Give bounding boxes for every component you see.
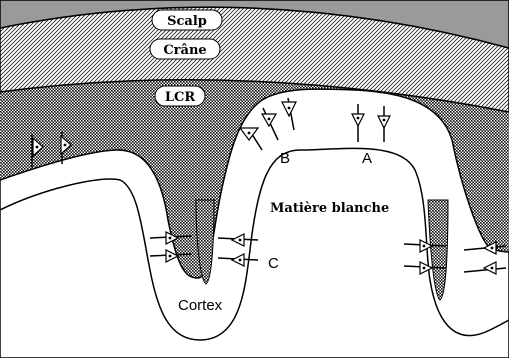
lcr-label: LCR <box>165 90 195 105</box>
crane-label: Crâne <box>163 43 206 58</box>
white-matter-label: Matière blanche <box>270 201 389 216</box>
point-c-label: C <box>268 255 279 272</box>
point-b-label: B <box>280 150 290 167</box>
scalp-label: Scalp <box>167 14 207 29</box>
point-a-label: A <box>362 150 372 167</box>
cortex-label: Cortex <box>178 297 223 314</box>
